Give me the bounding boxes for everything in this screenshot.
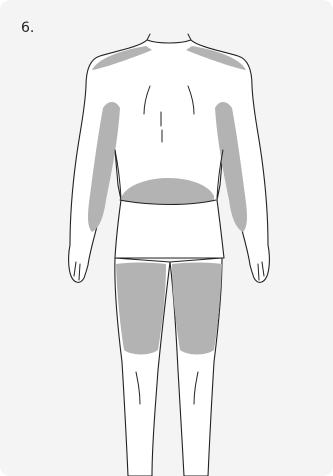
right-thigh-highlight — [172, 263, 222, 355]
body-silhouette — [69, 40, 270, 476]
left-thigh-highlight — [116, 263, 166, 355]
